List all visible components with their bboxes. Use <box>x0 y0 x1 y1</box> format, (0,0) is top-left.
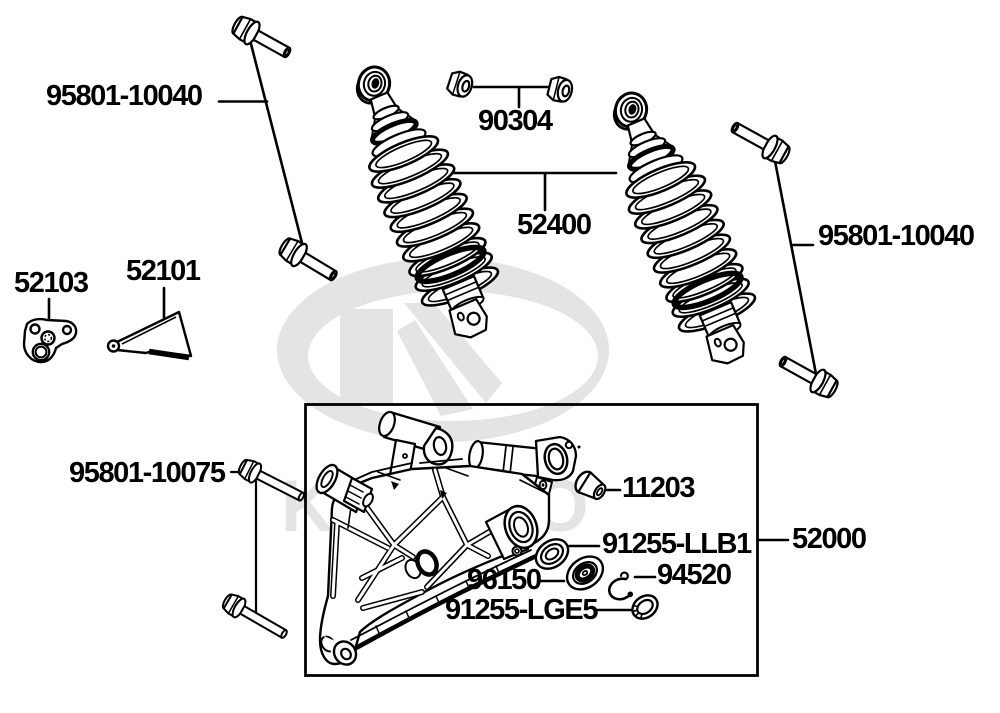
part-bush-11203 <box>574 470 607 501</box>
part-plate-52103 <box>22 317 78 364</box>
part-nut-90304-left <box>444 68 477 101</box>
label-pivot-bolt: 95801-10075 <box>69 457 226 489</box>
part-circlip-94520 <box>608 571 634 601</box>
label-plate: 52103 <box>14 267 89 299</box>
label-bracket: 52101 <box>126 255 201 287</box>
label-circlip: 94520 <box>657 559 732 591</box>
label-shock-bolt-left: 95801-10040 <box>46 80 203 112</box>
part-bolt-10040-top-left <box>227 11 297 66</box>
part-shock-absorber-right <box>584 73 774 376</box>
part-bolt-10040-top-right <box>725 114 795 169</box>
part-nut-90304-right <box>545 74 576 106</box>
part-bearing-96150 <box>565 555 605 591</box>
part-bolt-10040-bottom-left <box>274 233 343 289</box>
label-bearing-llb1: 91255-LLB1 <box>602 528 752 560</box>
part-bolt-10040-bottom-right <box>773 348 843 403</box>
part-bracket-52101 <box>106 310 193 361</box>
assembly-frame-box <box>304 403 759 677</box>
label-ball-bearing: 96150 <box>467 564 542 596</box>
part-seal-lge5 <box>631 594 659 620</box>
label-shock-bolt-right: 95801-10040 <box>818 220 975 252</box>
label-lock-nut: 90304 <box>478 105 553 137</box>
label-rear-fork-assy: 52000 <box>792 523 867 555</box>
label-shock-absorber: 52400 <box>517 209 592 241</box>
part-seal-llb1 <box>534 538 570 570</box>
label-bush: 11203 <box>622 472 695 504</box>
label-seal-lge5: 91255-LGE5 <box>445 594 598 626</box>
swing-arm-assembly-52000 <box>315 410 581 666</box>
